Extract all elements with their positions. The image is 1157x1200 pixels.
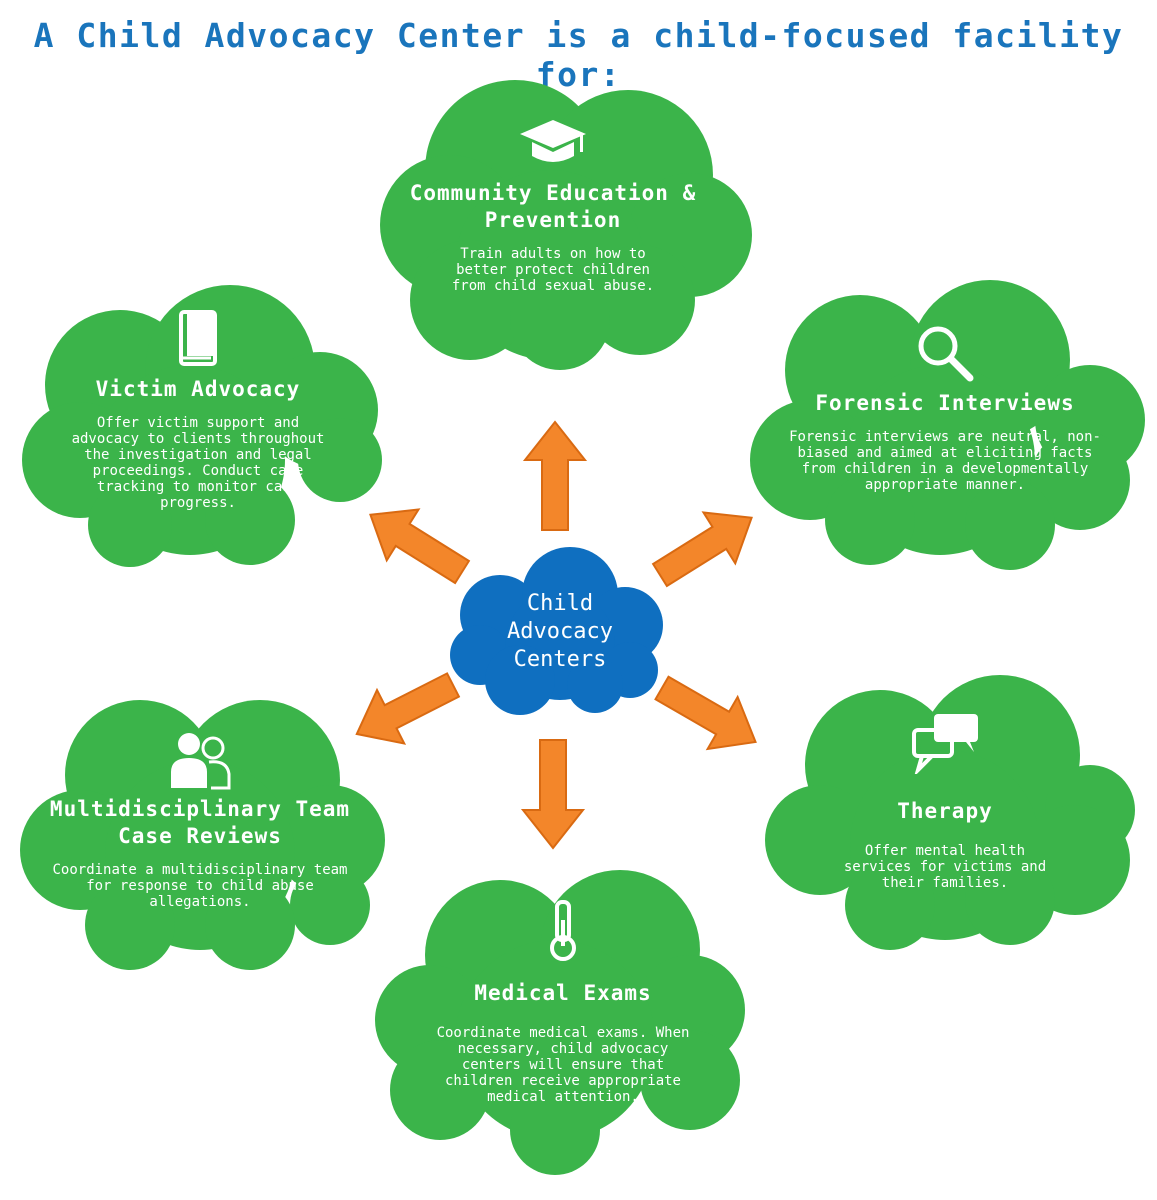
center-cloud bbox=[450, 547, 663, 715]
node-description: Train adults on how to better protect ch… bbox=[451, 246, 655, 294]
arrow-down-right bbox=[654, 675, 757, 751]
thermometer-icon bbox=[550, 900, 576, 961]
node-heading: Multidisciplinary Team Case Reviews bbox=[49, 797, 351, 848]
node-therapy: Therapy Offer mental health services for… bbox=[800, 712, 1090, 891]
node-description: Forensic interviews are neutral, non-bia… bbox=[789, 429, 1101, 493]
arrow-up-left bbox=[369, 508, 471, 585]
node-description: Offer victim support and advocacy to cli… bbox=[71, 415, 325, 511]
arrow-down-left bbox=[355, 672, 461, 745]
cloud-therapy bbox=[765, 675, 1135, 950]
people-icon bbox=[171, 733, 231, 790]
node-forensic-interviews: Forensic Interviews Forensic interviews … bbox=[780, 322, 1110, 493]
page-title: A Child Advocacy Center is a child-focus… bbox=[33, 16, 1124, 94]
arrow-down bbox=[520, 739, 586, 850]
cloud-multidisciplinary-team bbox=[20, 700, 385, 970]
center-label: Child Advocacy Centers bbox=[507, 591, 613, 672]
node-heading: Community Education & Prevention bbox=[409, 181, 697, 232]
arrow-up-right bbox=[651, 511, 753, 588]
arrows bbox=[355, 420, 757, 850]
node-heading: Forensic Interviews bbox=[815, 391, 1075, 415]
node-victim-advocacy: Victim Advocacy Offer victim support and… bbox=[60, 308, 336, 511]
node-community-education: Community Education & Prevention Train a… bbox=[403, 112, 703, 294]
node-description: Coordinate medical exams. When necessary… bbox=[436, 1025, 690, 1105]
node-multidisciplinary-team: Multidisciplinary Team Case Reviews Coor… bbox=[40, 728, 360, 910]
node-heading: Medical Exams bbox=[474, 981, 652, 1005]
magnifying-glass-icon bbox=[918, 326, 974, 382]
book-icon bbox=[179, 310, 217, 366]
chat-bubbles-icon bbox=[912, 714, 978, 774]
node-heading: Therapy bbox=[897, 799, 993, 823]
node-heading: Victim Advocacy bbox=[95, 377, 301, 401]
arrow-up bbox=[522, 420, 588, 531]
node-description: Coordinate a multidisciplinary team for … bbox=[52, 862, 348, 910]
cloud-community-education bbox=[380, 80, 752, 370]
cloud-forensic-interviews bbox=[750, 280, 1145, 570]
cloud-medical-exams bbox=[375, 870, 745, 1175]
node-medical-exams: Medical Exams Coordinate medical exams. … bbox=[418, 900, 708, 1105]
node-description: Offer mental health services for victims… bbox=[843, 843, 1047, 891]
graduation-cap-icon bbox=[520, 120, 586, 162]
